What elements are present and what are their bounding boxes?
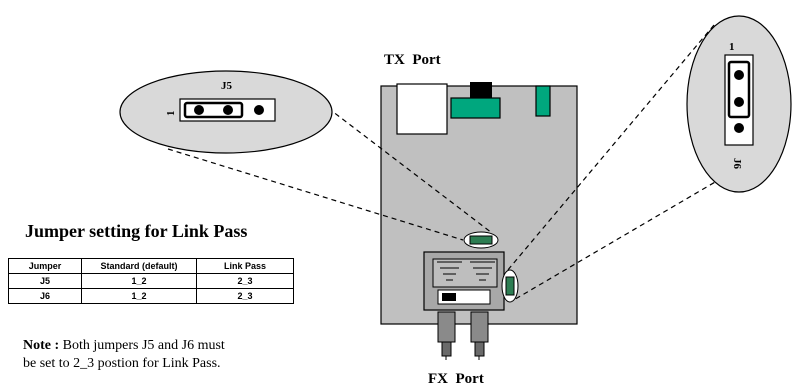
jumper-settings-table: Jumper Standard (default) Link Pass J5 1… xyxy=(8,258,294,304)
table-cell: 2_3 xyxy=(196,273,294,289)
column-header: Standard (default) xyxy=(81,258,197,274)
table-cell: 1_2 xyxy=(81,273,197,289)
table-cell: 2_3 xyxy=(196,288,294,304)
column-header: Link Pass xyxy=(196,258,294,274)
table-row: J6 1_2 2_3 xyxy=(8,288,294,304)
j5-pin-one-label: 1 xyxy=(165,111,177,117)
j6-pin-3 xyxy=(734,123,744,133)
jumper-setting-heading: Jumper setting for Link Pass xyxy=(25,221,248,241)
note-line-2: be set to 2_3 postion for Link Pass. xyxy=(23,356,221,371)
j5-callout-title: J5 xyxy=(221,80,233,92)
table-header-row: Jumper Standard (default) Link Pass xyxy=(8,258,294,274)
table-cell: J5 xyxy=(8,273,82,289)
table-cell: J6 xyxy=(8,288,82,304)
j6-pin-one-label: 1 xyxy=(729,41,735,53)
j5-board-jumper xyxy=(469,235,493,245)
note-label: Note : xyxy=(23,338,60,353)
tx-led-green xyxy=(535,85,551,117)
j6-jumper-cap xyxy=(727,60,751,119)
fx-module-vents xyxy=(437,261,495,281)
tx-port-label: TX Port xyxy=(384,52,441,68)
j6-pin-2 xyxy=(734,97,744,107)
tx-connector-green xyxy=(450,97,501,119)
fx-module-face xyxy=(432,258,498,288)
leader-lines xyxy=(167,24,723,302)
j5-pin-1 xyxy=(194,105,204,115)
fx-module-switch xyxy=(442,293,456,301)
j6-pin-1 xyxy=(734,70,744,80)
rj45-socket xyxy=(396,83,448,135)
fx-port-label: FX Port xyxy=(428,371,484,387)
table-row: J5 1_2 2_3 xyxy=(8,273,294,289)
note: Note : Both jumpers J5 and J6 must be se… xyxy=(23,337,225,373)
j5-pin-2 xyxy=(223,105,233,115)
j5-jumper-cap xyxy=(183,101,244,119)
column-header: Jumper xyxy=(8,258,82,274)
j5-pin-3 xyxy=(254,105,264,115)
table-cell: 1_2 xyxy=(81,288,197,304)
j6-callout-title: J6 xyxy=(731,158,743,170)
note-line-1: Both jumpers J5 and J6 must xyxy=(59,338,225,353)
tx-connector-top xyxy=(470,82,492,98)
fx-fiber-connectors xyxy=(437,311,489,360)
j6-board-jumper xyxy=(505,276,515,296)
